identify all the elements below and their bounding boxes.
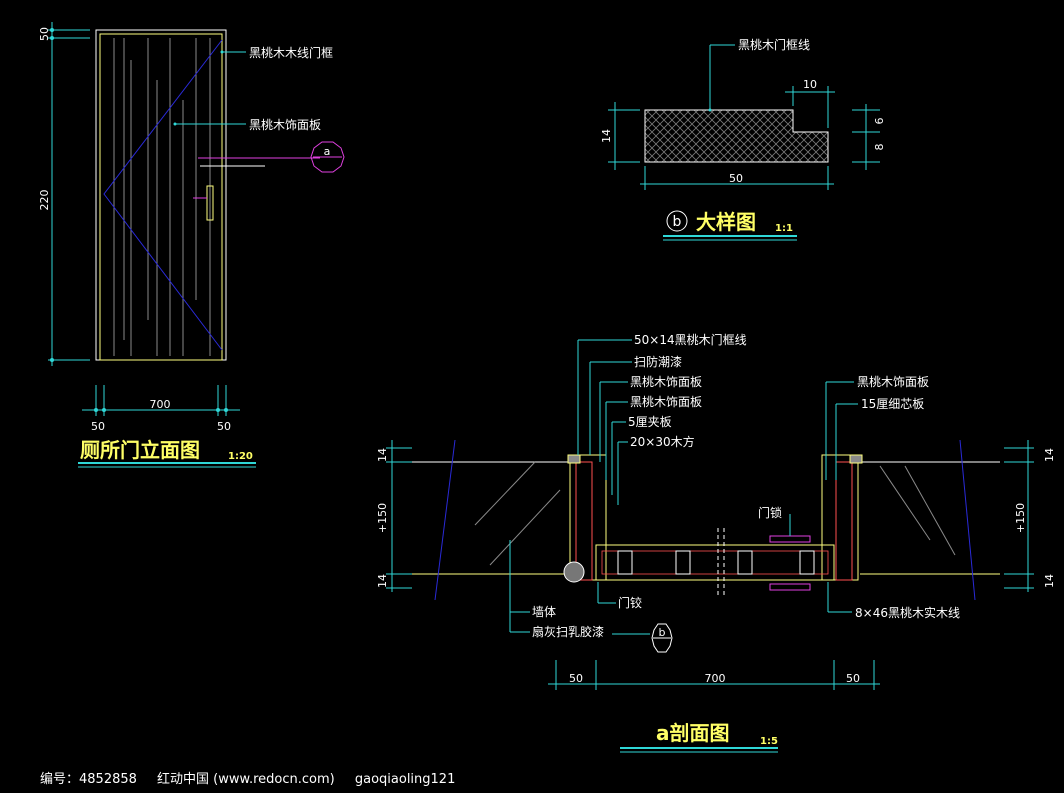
- dim-8: 8: [873, 144, 886, 151]
- dim-10: 10: [803, 78, 817, 91]
- dim-width-700: 700: [150, 398, 171, 411]
- dim-right-14-top: 14: [1043, 448, 1056, 462]
- dim-right-150: +150: [1014, 503, 1027, 533]
- label-wood-batten: 20×30木方: [630, 434, 695, 449]
- lock-handle-bottom: [769, 583, 811, 591]
- door-handle: [206, 185, 214, 221]
- hinge-pivot: [563, 561, 585, 583]
- dim-bottom-50-right: 50: [846, 672, 860, 685]
- label-hinge: 门铰: [618, 595, 642, 610]
- dim-left-14-bottom: 14: [376, 574, 389, 588]
- section-a-title: a剖面图: [656, 721, 730, 745]
- label-frame-line: 黑桃木门框线: [738, 37, 810, 52]
- right-jamb: [821, 454, 859, 581]
- dim-left-50: 50: [91, 420, 105, 433]
- dim-6: 6: [873, 118, 886, 125]
- detail-marker-b-letter: b: [673, 214, 682, 230]
- watermark-footer: 编号：4852858 红动中国 (www.redocn.com) gaoqiao…: [40, 768, 471, 787]
- section-marker-a-letter: a: [324, 145, 331, 158]
- dim-left-150: +150: [376, 503, 389, 533]
- elevation-scale: 1:20: [228, 451, 253, 462]
- wall-hatch: [474, 461, 956, 566]
- frame-profile: [644, 109, 829, 163]
- break-line-right: [959, 439, 976, 601]
- dim-50: 50: [729, 172, 743, 185]
- section-a: 50×14黑桃木门框线 扫防潮漆 黑桃木饰面板 黑桃木饰面板 5厘夹板 20×3…: [376, 332, 1056, 753]
- door-inner-frame: [99, 33, 223, 361]
- dim-bottom-50-left: 50: [569, 672, 583, 685]
- footer-id: 编号：4852858: [40, 772, 137, 787]
- door-elevation: a 黑桃木木线门框 黑桃木饰面板 50 220 700 50 50 厕所门立面图: [38, 22, 345, 468]
- footer-site: 红动中国 (www.redocn.com): [157, 772, 335, 787]
- dim-bottom-700: 700: [705, 672, 726, 685]
- detail-marker-b-ref: [651, 623, 673, 653]
- section-marker-a: [310, 141, 345, 173]
- dim-top-50: 50: [38, 27, 51, 41]
- dim-left-14-top: 14: [376, 448, 389, 462]
- label-moisture-paint: 扫防潮漆: [634, 354, 682, 369]
- label-latex-paint: 扇灰扫乳胶漆: [532, 624, 604, 639]
- label-core-board: 15厘细芯板: [861, 397, 924, 411]
- detail-marker-b-ref-letter: b: [659, 626, 666, 639]
- door-leaf-battens: [617, 550, 815, 575]
- left-jamb: [569, 454, 607, 581]
- footer-user: gaoqiaoling121: [354, 772, 456, 787]
- label-wall: 墙体: [532, 605, 556, 619]
- label-plywood: 5厘夹板: [628, 415, 672, 429]
- left-jamb-core: [575, 461, 593, 581]
- detail-b: 黑桃木门框线 10 14 6 8 50 b 大样图 1:1: [600, 37, 886, 241]
- label-lock: 门锁: [758, 505, 782, 520]
- right-jamb-core: [835, 461, 853, 581]
- elevation-title: 厕所门立面图: [80, 438, 200, 462]
- label-frame-50x14: 50×14黑桃木门框线: [634, 332, 747, 347]
- detail-b-scale: 1:1: [775, 223, 793, 234]
- dim-right-14-bottom: 14: [1043, 574, 1056, 588]
- label-panel-2: 黑桃木饰面板: [630, 394, 702, 409]
- label-door-panel: 黑桃木饰面板: [249, 117, 321, 132]
- section-a-scale: 1:5: [760, 736, 778, 747]
- break-line-left: [434, 439, 456, 601]
- label-right-panel: 黑桃木饰面板: [857, 374, 929, 389]
- dim-14: 14: [600, 129, 613, 143]
- label-solid-strip: 8×46黑桃木实木线: [855, 605, 960, 620]
- label-door-frame: 黑桃木木线门框: [249, 45, 333, 60]
- detail-marker-b: [666, 210, 688, 232]
- lock-handle-top: [769, 535, 811, 543]
- door-swing-indication: [103, 39, 223, 351]
- door-leaf-section: [595, 544, 835, 581]
- dim-height-220: 220: [38, 190, 51, 211]
- dim-right-50: 50: [217, 420, 231, 433]
- label-panel-1: 黑桃木饰面板: [630, 374, 702, 389]
- wood-grain-lines: [113, 38, 211, 356]
- detail-b-title: 大样图: [696, 210, 756, 234]
